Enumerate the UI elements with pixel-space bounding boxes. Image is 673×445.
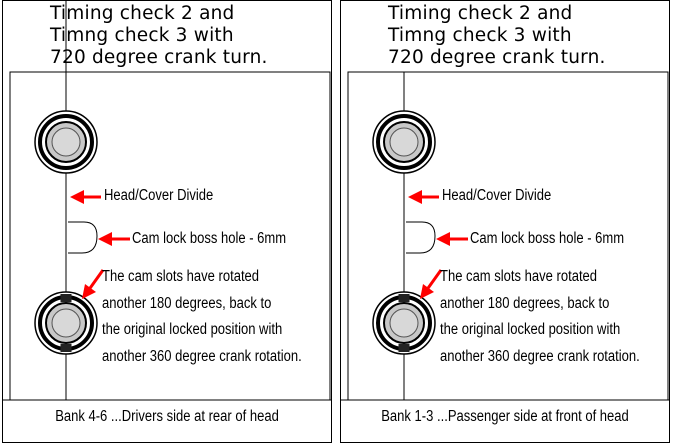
cam-slots-label: The cam slots have rotated another 180 d… [440,268,640,365]
bank-caption: Bank 4-6 ...Drivers side at rear of head [55,408,279,425]
cam-slot-bottom [60,344,72,352]
panel-title: Timing check 2 and Timng check 3 with 72… [50,3,268,68]
arrow-slots-shaft [86,269,105,292]
panel-left-drawing [2,0,332,443]
arrows [408,190,468,299]
cam-lock-boss-label: Cam lock boss hole - 6mm [132,230,287,247]
cam-top [372,110,436,174]
arrow-slots-head [420,284,434,299]
cam-slot-bottom [398,344,410,352]
cam-slot-top [398,294,410,302]
outer-frame [340,0,670,443]
panel-left: Timing check 2 and Timng check 3 with 72… [2,0,332,443]
cam-lock-boss-label: Cam lock boss hole - 6mm [470,230,625,247]
head-cover-divide-label: Head/Cover Divide [442,187,552,204]
head-cover-divide-label: Head/Cover Divide [104,187,214,204]
panel-right: Timing check 2 and Timng check 3 with 72… [340,0,670,443]
cam-top [34,110,98,174]
cam-lock-boss-hole [406,221,436,254]
bank-caption: Bank 1-3 ...Passenger side at front of h… [381,408,629,425]
arrow-boss-head [98,232,112,246]
arrow-slots-head [82,284,96,299]
cam-slots-label: The cam slots have rotated another 180 d… [102,268,302,365]
arrows [70,190,130,299]
panel-title: Timing check 2 and Timng check 3 with 72… [388,3,606,68]
cam-bottom [372,291,436,355]
arrow-divide-head [70,190,84,204]
cam-lock-boss-hole [68,221,98,254]
cam-bottom [34,291,98,355]
arrow-boss-head [436,232,450,246]
cam-slot-top [60,294,72,302]
panel-right-drawing [340,0,670,443]
outer-frame [2,0,332,443]
arrow-slots-shaft [424,269,443,292]
arrow-divide-head [408,190,422,204]
